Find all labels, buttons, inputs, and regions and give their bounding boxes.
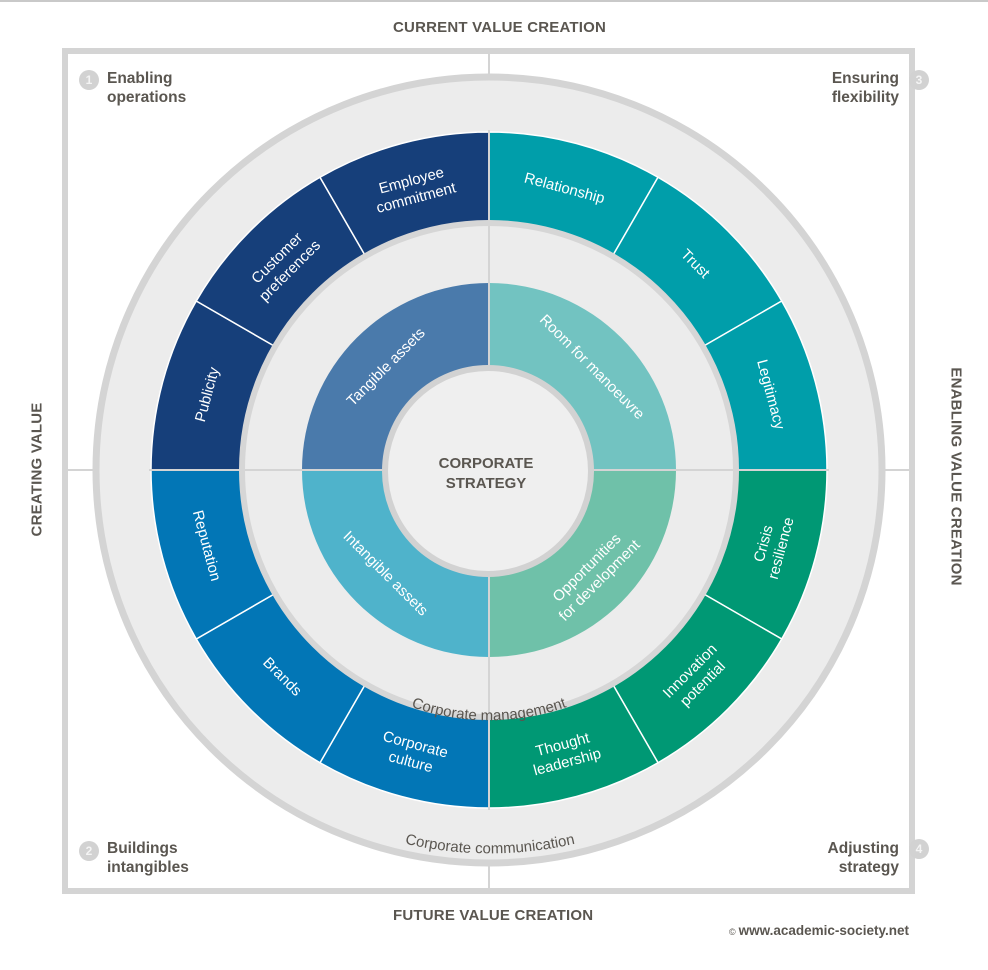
center-title-line1: CORPORATE (439, 455, 534, 472)
axis-label-right: ENABLING VALUE CREATION (947, 367, 965, 586)
top-border-line (0, 0, 988, 2)
number-badge-1: 1 (79, 70, 99, 90)
inner-segment-tangible-assets[interactable] (302, 283, 489, 470)
corner-label-buildings-intangibles: 2 Buildings intangibles (79, 839, 189, 877)
corner-label-ensuring-flexibility: 3 Ensuring flexibility (831, 69, 929, 107)
copyright-icon: © (729, 927, 736, 937)
corner-text-line2: strategy (838, 859, 899, 876)
corner-text-line2: flexibility (831, 89, 899, 106)
center-title-line2: STRATEGY (446, 475, 527, 492)
number-badge-3: 3 (909, 70, 929, 90)
corner-label-enabling-operations: 1 Enabling operations (79, 69, 186, 107)
corner-label-adjusting-strategy: 4 Adjusting strategy (827, 839, 929, 877)
axis-label-top: CURRENT VALUE CREATION (393, 19, 607, 36)
inner-segment-intangible-assets[interactable] (302, 470, 489, 657)
inner-segment-room-for-manoeuvre[interactable] (489, 283, 676, 470)
corner-text-line1: Adjusting (827, 840, 899, 857)
number-badge-4: 4 (909, 839, 929, 859)
axis-label-bottom: FUTURE VALUE CREATION (393, 907, 594, 924)
corner-text-line1: Buildings (107, 840, 178, 857)
corner-text-line1: Enabling (107, 70, 173, 87)
outer-frame (62, 48, 915, 894)
corner-text-line2: operations (107, 89, 187, 106)
corner-text-line1: Ensuring (831, 70, 899, 87)
inner-segment-opportunities-for-development[interactable] (489, 470, 676, 657)
center-circle (382, 365, 594, 577)
number-badge-2: 2 (79, 841, 99, 861)
corner-text-line2: intangibles (107, 859, 189, 876)
copyright-link[interactable]: www.academic-society.net (738, 923, 909, 938)
copyright-notice: ©www.academic-society.net (729, 923, 909, 938)
axis-label-left: CREATING VALUE (28, 402, 46, 537)
